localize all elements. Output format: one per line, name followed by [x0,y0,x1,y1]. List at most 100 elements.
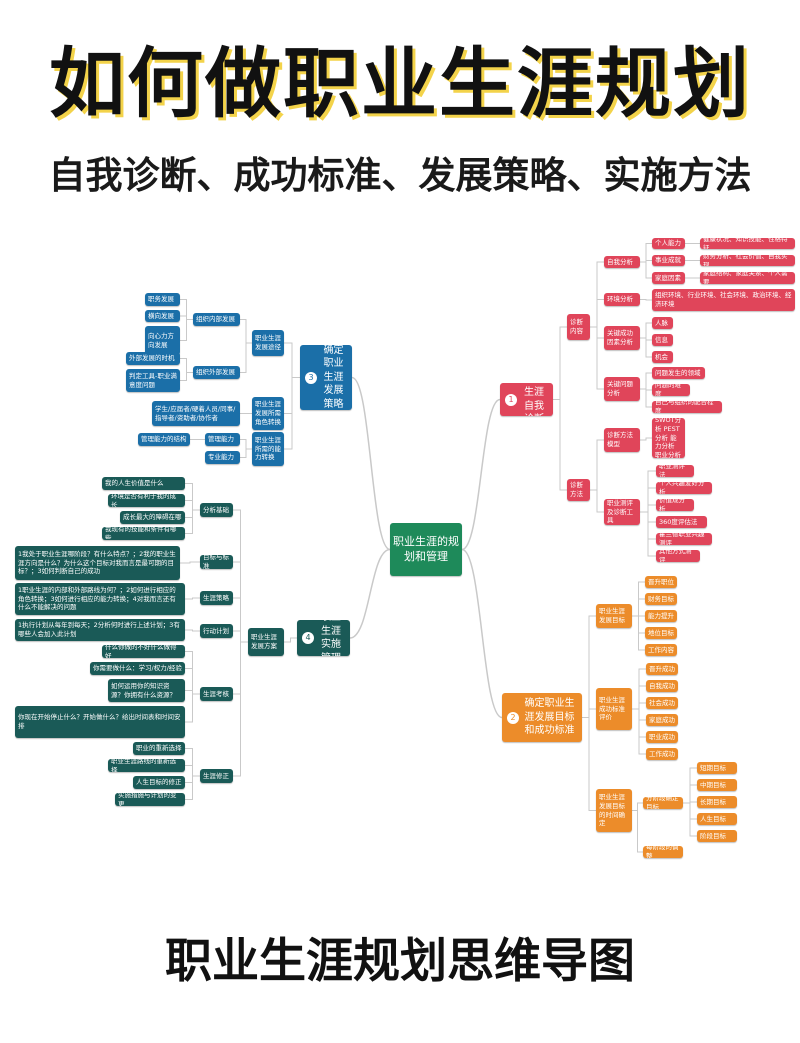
node-label: 目标与标准 [203,555,229,569]
connector-line [683,802,697,837]
mind-map-node: 职业生涯发展所需角色转换 [252,397,284,430]
mind-map-node: 职务发展 [145,293,180,306]
node-label: 晋升成功 [649,664,675,673]
node-label: 专业能力 [208,453,234,462]
node-label: 职务发展 [148,295,174,304]
branch-topic: 4职业生涯实施管理 [297,620,350,656]
mind-map-node: 如何运用你的知识资源？你拥有什么资源？ [108,679,185,702]
node-label: 家庭成功 [649,715,675,724]
node-label: 职业生涯发展所需角色转换 [255,400,281,426]
mind-map-node: 职业成功 [646,731,678,743]
node-label: 外部发展的时机 [129,354,175,363]
mind-map-node: 工作内容 [645,644,677,656]
node-label: 社会成功 [649,698,675,707]
connector-line [185,597,200,600]
mind-map-node: 事业成就 [652,255,685,266]
node-label: 长期目标 [700,797,726,806]
connector-line [461,548,503,719]
page-subtitle: 自我诊断、成功标准、发展策略、实施方法 [48,154,752,197]
node-label: 职业生涯发展目标的时间确定 [599,792,625,828]
node-label: 机会 [655,352,668,361]
node-label: 每阶段的调整 [646,846,679,858]
connector-line [349,548,391,639]
node-label: 职业生涯路线的重新选择 [111,759,176,772]
mind-map-node: 1我处于职业生涯哪阶段？有什么特点？；2我的职业生涯方向是什么？为什么这个目标对… [15,546,180,580]
node-label: 人生目标 [700,814,726,823]
mind-map-node: 组织外部发展 [193,366,240,379]
mind-map-node: 职业生涯发展目标的时间确定 [596,789,632,832]
node-label: 职业生涯的规划和管理 [393,534,459,563]
node-label: SWOT分析 PEST分析 能力分析 职业分析 [655,418,682,458]
mind-map-node: 360度评估法 [656,516,707,528]
node-label: 向心力方向发展 [148,331,174,349]
connector-line [632,598,645,617]
connector-line [180,372,193,381]
node-label: 诊断方法 [570,481,583,498]
connector-line [351,376,391,551]
node-label: 360度评估法 [659,517,698,526]
connector-line [632,810,643,853]
mind-map-node: 目标与标准 [200,555,233,569]
node-label: 组织内部发展 [196,315,235,324]
connector-line [240,439,252,450]
mind-map-node: 价值观分析 [656,499,694,511]
node-label: 生涯考核 [203,689,229,698]
mind-map-node: 行动计划 [200,624,233,638]
node-label: 确定职业生涯发展策略 [323,345,344,410]
mind-map-node: 自我分析 [604,256,640,268]
connector-line [284,342,300,378]
mind-map-node: SWOT分析 PEST分析 能力分析 职业分析 [652,418,685,458]
connector-line [590,326,604,390]
mind-map-node: 管理能力的结构 [138,433,190,446]
mind-map-node: 组织内部发展 [193,313,240,326]
node-label: 成长最大的障碍在哪 [123,513,182,522]
mind-map-node: 每阶段的调整 [643,846,683,858]
node-label: 中期目标 [700,780,726,789]
node-label: 诊断内容 [570,318,583,335]
mind-map-node: 生涯考核 [200,687,233,701]
node-label: 你需要做什么：学习/权力/经验 [93,664,182,673]
connector-line [590,489,604,513]
node-label: 价值观分析 [659,499,685,511]
node-label: 管理能力 [208,435,234,444]
connector-line [640,372,652,390]
node-label: 家庭结构、家庭关系、个人需要 [703,272,788,284]
node-label: 职业生涯发展途径 [255,334,281,351]
mind-map-node: 你现在开始停止什么？开始做什么？给出时间表和时间安排 [15,706,185,738]
node-label: 其他方式测评 [659,550,692,562]
node-label: 关键问题分析 [607,380,633,397]
connector-line [284,377,300,450]
mind-map-node: 机会 [652,351,673,363]
connector-line [640,388,652,408]
mind-map-node: 财务目标 [645,593,677,605]
mind-map-node: 1职业生涯的内部和外部路线为何？；2如何进行相应的角色转换；3如何进行相应的能力… [15,583,185,615]
mind-map-node: 专业能力 [205,451,240,464]
mind-map-node: 向心力方向发展 [145,326,180,355]
connector-line [590,439,604,491]
connector-line [180,561,200,564]
mind-map-node: 人生目标 [697,813,737,825]
node-label: 组织环境、行业环境、社会环境、政治环境、经济环境 [655,291,792,308]
mind-map-node: 晋升成功 [646,663,678,675]
connector-line [185,629,200,632]
mind-map-node: 问题的难度 [652,384,690,396]
mind-map-node: 外部发展的时机 [126,352,180,365]
node-label: 人生目标的修正 [136,778,182,787]
mind-map-node: 自己与组织的配合程度 [652,401,722,413]
mind-map-node: 阶段目标 [697,830,737,842]
connector-line [185,500,200,511]
connector-line [240,342,252,373]
mind-map-node: 诊断方法 [567,479,590,501]
node-label: 行动计划 [203,626,229,635]
node-label: 工作内容 [648,645,674,654]
mind-map-node: 职业生涯发展方案 [248,628,284,656]
node-label: 职业生涯自我诊断 [524,383,544,416]
node-label: 财务目标 [648,594,674,603]
connector-line [185,693,200,723]
node-label: 事业成就 [655,256,681,265]
node-label: 职业生涯成功标准评价 [599,695,625,722]
node-label: 判定工具-职业满意度问题 [129,371,177,389]
mind-map-node: 家庭因素 [652,272,685,284]
connector-line [582,708,596,718]
